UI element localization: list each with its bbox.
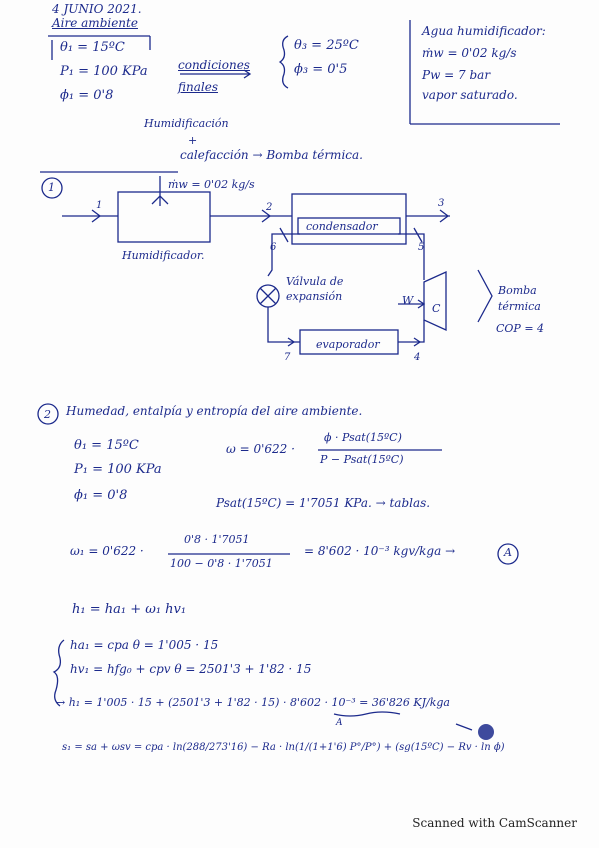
wavy-underline (333, 711, 401, 717)
section-1-circle (41, 177, 63, 199)
water-pressure: Pw = 7 bar (422, 68, 491, 82)
humidifier-label: Humidificador. (122, 249, 205, 262)
work-arrow-head (417, 299, 426, 309)
enthalpy-result: → h₁ = 1'005 · 15 + (2501'3 + 1'82 · 15)… (56, 696, 450, 709)
evaporator-box (299, 329, 399, 355)
outlet-air-arrow (439, 209, 450, 223)
omega1-denominator: 100 − 0'8 · 1'7051 (170, 557, 273, 570)
state-4-label: 4 (414, 352, 421, 363)
omega-formula-left: ω = 0'622 · (226, 442, 295, 456)
work-label: W (402, 294, 414, 307)
refrigerant-arrow-7 (287, 337, 296, 347)
heat-pump-label-1: Bomba (498, 284, 537, 297)
final-conditions-label-1: condiciones (178, 58, 250, 72)
water-mass-flow: ṁw = 0'02 kg/s (422, 46, 517, 60)
s2-temperature: θ₁ = 15ºC (74, 438, 139, 453)
process-humidification: Humidificación (144, 117, 229, 130)
air-arrow-2 (261, 209, 272, 223)
process-heating: calefacción → Bomba térmica. (180, 148, 363, 162)
final-humidity: ϕ₃ = 0'5 (294, 62, 348, 77)
heat-pump-brace (477, 269, 493, 323)
refrigerant-arrow-4 (413, 337, 422, 347)
valve-label-1: Válvula de (286, 275, 344, 288)
water-box-title: Agua humidificador: (422, 24, 546, 38)
enthalpy-equation: h₁ = ha₁ + ω₁ hv₁ (72, 602, 187, 617)
initial-humidity: ϕ₁ = 0'8 (60, 88, 114, 103)
expansion-valve-cross (259, 287, 277, 305)
state-3-label: 3 (438, 198, 445, 209)
s2-humidity: ϕ₁ = 0'8 (74, 488, 128, 503)
section-2-number: 2 (44, 408, 51, 421)
marker-a-small: A (336, 718, 343, 728)
condition-arrow-head (243, 69, 252, 79)
omega1-result: = 8'602 · 10⁻³ kgv/kga → (304, 544, 456, 558)
air-enthalpy: ha₁ = cpa θ = 1'005 · 15 (70, 638, 219, 652)
state-6-label: 6 (270, 242, 277, 253)
initial-pressure: P₁ = 100 KPa (60, 64, 148, 79)
refrigerant-line-6 (267, 233, 300, 277)
section-1-number: 1 (48, 181, 55, 194)
humidifier-box (117, 191, 211, 243)
marker-a-circle (497, 543, 519, 565)
refrigerant-line-7 (267, 307, 300, 343)
state-ticks (279, 227, 423, 243)
water-injection-nozzle (151, 195, 169, 205)
omega-formula-denominator: P − Psat(15ºC) (320, 453, 404, 466)
s2-pressure: P₁ = 100 KPa (74, 462, 162, 477)
omega1-numerator: 0'8 · 1'7051 (184, 533, 250, 546)
compressor-label: C (432, 302, 441, 315)
section-2-heading: Humedad, entalpía y entropía del aire am… (66, 404, 363, 418)
compressor-shape (423, 270, 447, 332)
cop-label: COP = 4 (496, 322, 545, 335)
marker-a: A (504, 546, 512, 559)
section-title-aire: Aire ambiente (52, 16, 138, 30)
evaporator-label: evaporador (316, 338, 380, 351)
humidifier-water-flow: ṁw = 0'02 kg/s (168, 178, 255, 191)
valve-label-2: expansión (286, 290, 343, 303)
psat-value: Psat(15ºC) = 1'7051 KPa. → tablas. (216, 496, 431, 510)
inlet-air-arrow (91, 209, 102, 223)
condenser-label: condensador (306, 220, 378, 233)
entropy-equation: s₁ = sa + ωsv = cpa · ln(288/273'16) − R… (62, 742, 505, 753)
final-brace (278, 35, 289, 89)
initial-temperature: θ₁ = 15ºC (60, 40, 125, 55)
state-2-label: 2 (266, 202, 273, 213)
state-5-label: 5 (418, 242, 425, 253)
scanner-watermark: Scanned with CamScanner (412, 816, 577, 830)
section-2-circle (37, 403, 59, 425)
refrigerant-line-5 (398, 233, 425, 280)
scribble-pointer (455, 723, 473, 731)
process-plus: + (188, 134, 198, 147)
vapor-enthalpy: hv₁ = hfg₀ + cpv θ = 2501'3 + 1'82 · 15 (70, 662, 312, 676)
enthalpy-brace (52, 639, 65, 707)
scribble-mark (478, 724, 494, 740)
condenser-coil (297, 217, 401, 235)
refrigerant-line-4 (398, 320, 425, 343)
date: 4 JUNIO 2021. (52, 2, 142, 16)
state-7-label: 7 (284, 352, 291, 363)
final-conditions-label-2: finales (178, 80, 218, 94)
condenser-duct (291, 193, 407, 245)
omega-formula-numerator: ϕ · Psat(15ºC) (324, 431, 402, 444)
heat-pump-label-2: térmica (498, 300, 541, 313)
water-state: vapor saturado. (422, 88, 518, 102)
state-1-label: 1 (96, 200, 103, 211)
omega1-left: ω₁ = 0'622 · (70, 544, 144, 558)
final-temperature: θ₃ = 25ºC (294, 38, 359, 53)
